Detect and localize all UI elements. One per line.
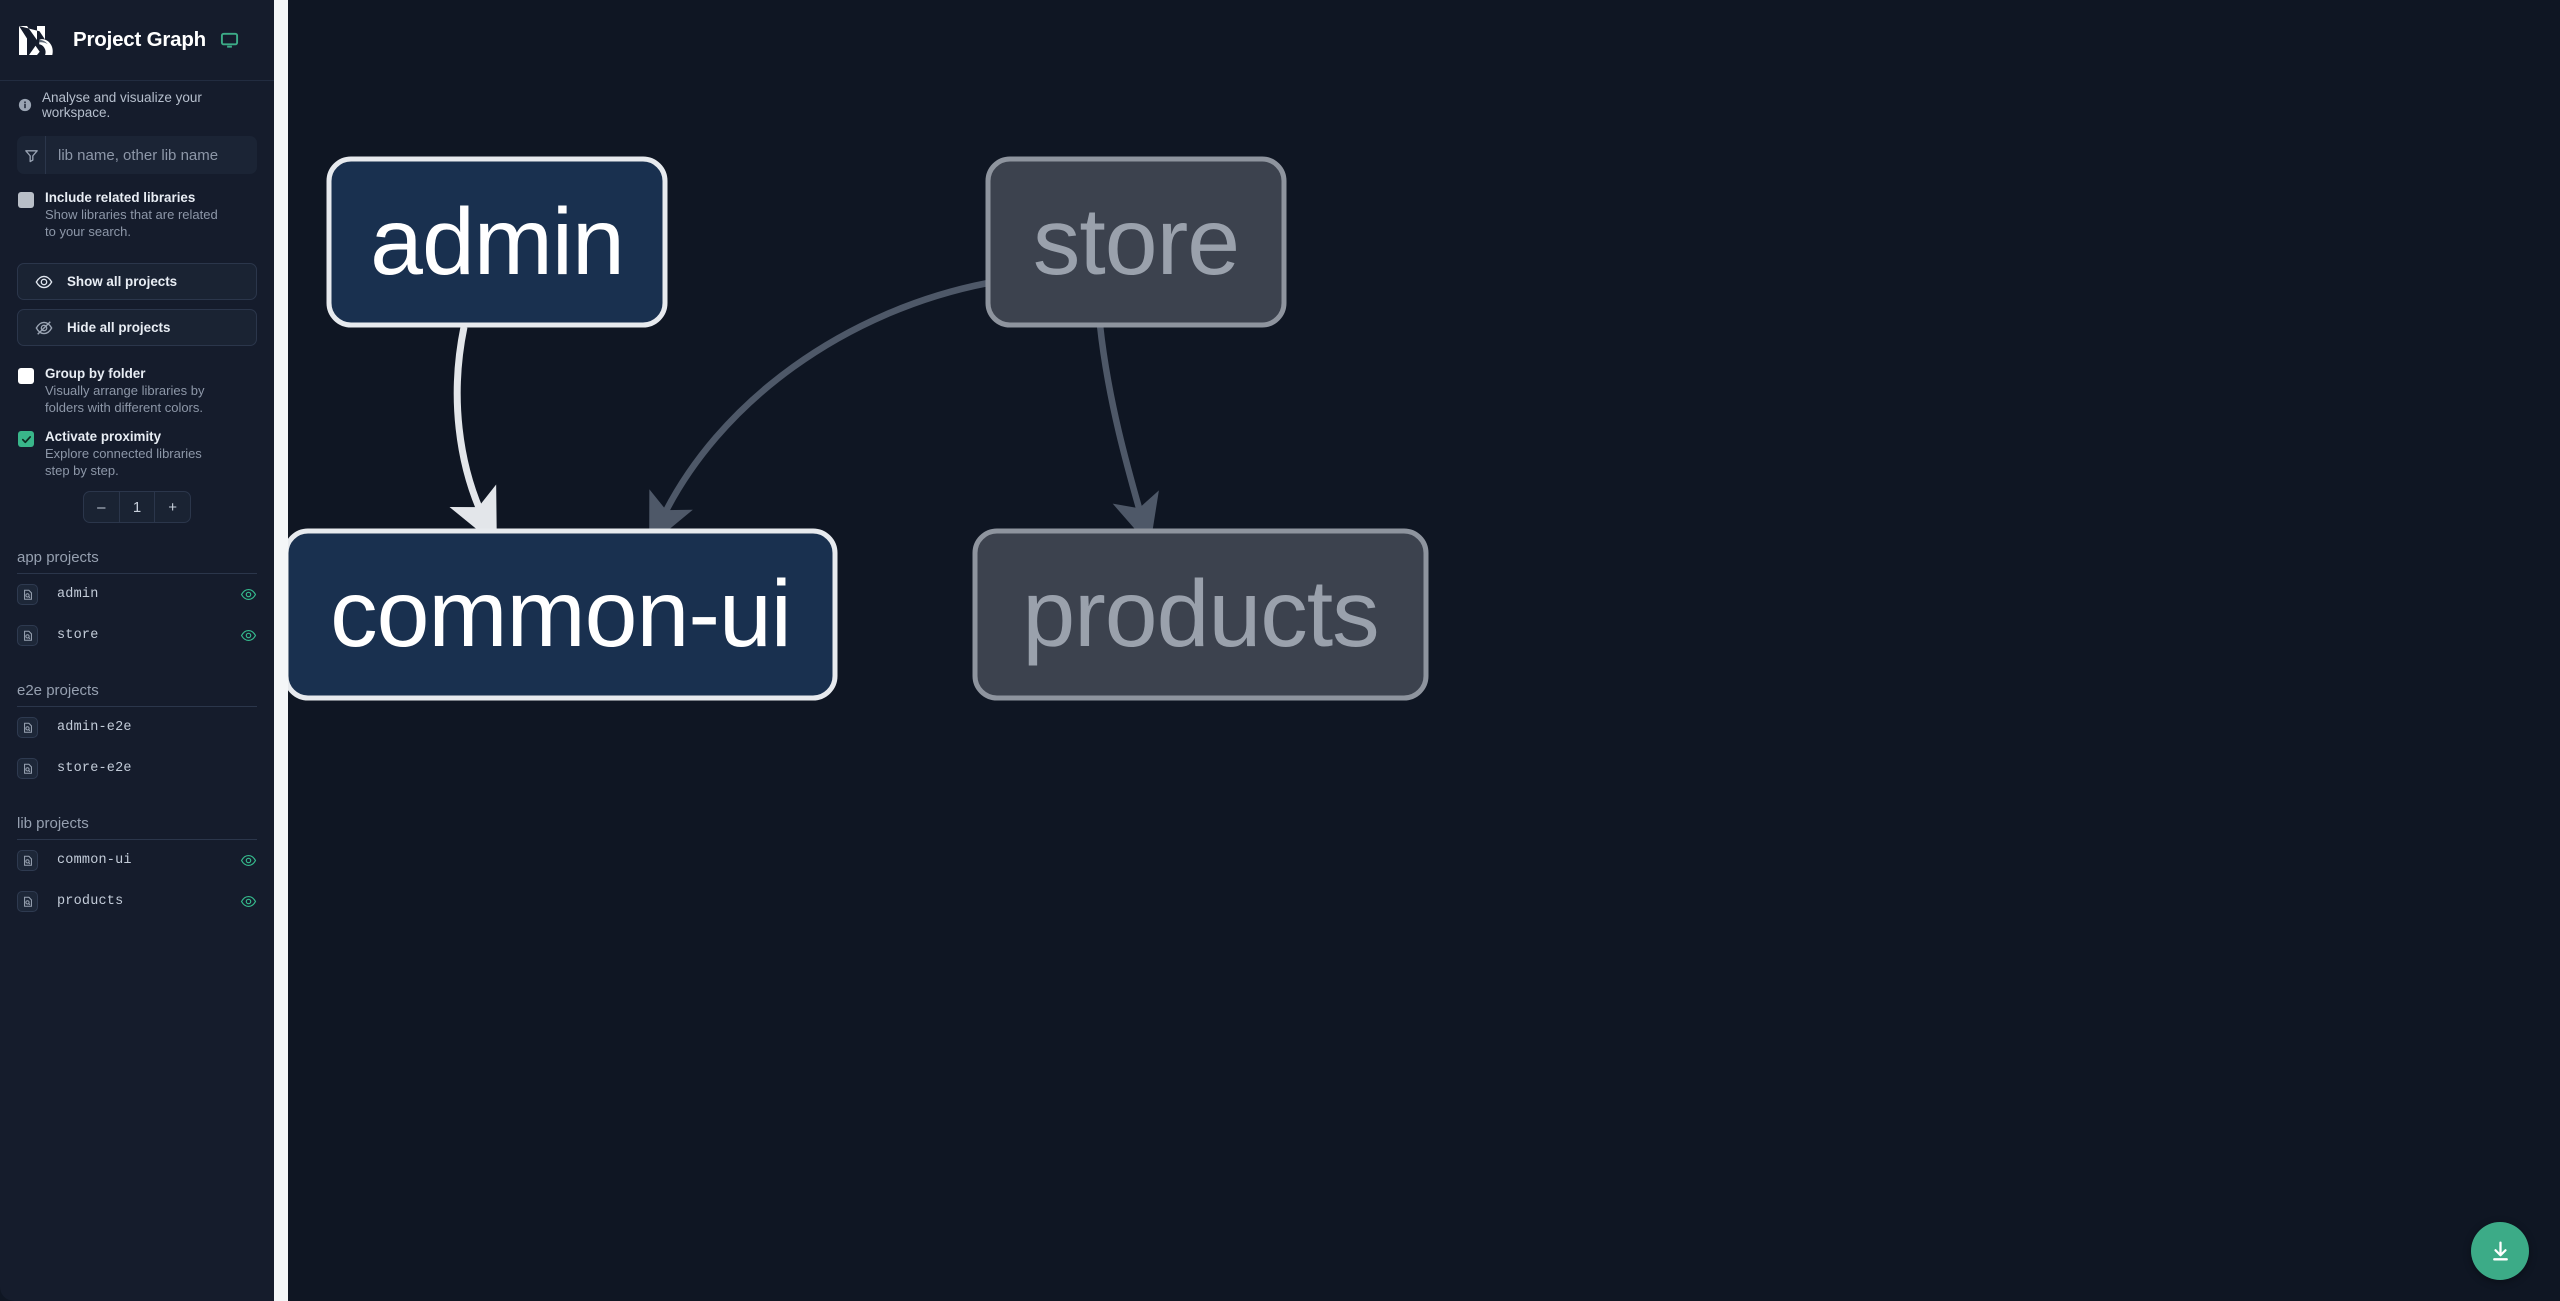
project-name: products [57,894,124,909]
sidebar-header: Project Graph [0,0,274,81]
project-name: admin [57,587,99,602]
visibility-eye-icon[interactable] [240,893,257,910]
search-box[interactable] [17,136,257,174]
proximity-increment-button[interactable]: + [168,498,178,516]
edge-admin-to-common-ui [449,326,497,546]
proximity-decrement-button[interactable]: – [97,498,106,516]
section-title: e2e projects [17,682,257,707]
list-item[interactable]: products [17,881,257,922]
activate-proximity-description: Explore connected libraries step by step… [45,446,202,478]
node-common-ui-shape[interactable] [288,528,838,701]
project-name: store [57,628,99,643]
section-title: lib projects [17,815,257,840]
node-products-shape[interactable] [972,528,1429,701]
activate-proximity-label: Activate proximity [45,429,162,444]
project-graph-svg: admin store common-ui [288,156,1429,701]
group-by-folder-description: Visually arrange libraries by folders wi… [45,383,205,415]
hide-all-projects-button[interactable]: Hide all projects [17,309,257,346]
filter-icon-box [17,136,46,174]
download-icon [2492,1241,2508,1260]
monitor-icon[interactable] [220,31,239,50]
node-store-shape[interactable] [985,156,1287,328]
section-app-projects: app projects admin store [0,549,274,656]
visibility-eye-icon[interactable] [240,586,257,603]
list-item[interactable]: store [17,615,257,656]
option-activate-proximity[interactable]: Activate proximity Explore connected lib… [0,429,274,479]
project-name: admin-e2e [57,720,132,735]
project-file-icon [17,717,38,738]
visibility-eye-icon[interactable] [240,852,257,869]
tagline: Analyse and visualize your workspace. [0,81,274,129]
section-title: app projects [17,549,257,574]
list-item[interactable]: admin [17,574,257,615]
download-graph-button[interactable] [2471,1222,2529,1280]
project-file-icon [17,758,38,779]
list-item[interactable]: store-e2e [17,748,257,789]
project-name: store-e2e [57,761,132,776]
node-products-label: products [1022,561,1379,667]
node-store-label: store [1032,188,1240,295]
filter-funnel-icon [24,149,38,162]
include-related-checkbox[interactable] [18,192,34,208]
project-file-icon [17,850,38,871]
list-item[interactable]: admin-e2e [17,707,257,748]
section-e2e-projects: e2e projects admin-e2e store-e2e [0,682,274,789]
node-admin-shape[interactable] [326,156,668,328]
group-by-folder-checkbox[interactable] [18,368,34,384]
list-item[interactable]: common-ui [17,840,257,881]
graph-node-admin[interactable]: admin [326,156,668,328]
proximity-stepper[interactable]: – 1 + [83,491,191,523]
visibility-eye-icon[interactable] [240,627,257,644]
include-related-label: Include related libraries [45,190,196,205]
section-lib-projects: lib projects common-ui products [0,815,274,922]
sidebar: Project Graph Analyse and visualize your… [0,0,274,1301]
tagline-text: Analyse and visualize your workspace. [42,90,202,120]
search-input[interactable] [46,136,257,174]
project-file-icon [17,891,38,912]
node-admin-label: admin [370,188,625,295]
graph-node-products[interactable]: products [972,528,1429,701]
show-all-projects-button[interactable]: Show all projects [17,263,257,300]
edge-store-to-common-ui [649,279,989,546]
option-include-related[interactable]: Include related libraries Show libraries… [0,190,274,240]
project-name: common-ui [57,853,132,868]
nx-logo-icon [19,25,53,55]
proximity-value: 1 [118,492,156,522]
node-common-ui-label: common-ui [330,561,792,667]
graph-edges [449,279,1159,547]
show-all-projects-label: Show all projects [67,274,178,289]
group-by-folder-label: Group by folder [45,366,146,381]
graph-canvas[interactable]: admin store common-ui [288,0,2560,1301]
project-file-icon [17,584,38,605]
hide-all-projects-label: Hide all projects [67,320,171,335]
include-related-description: Show libraries that are related to your … [45,207,218,239]
eye-off-icon [35,320,53,335]
sidebar-scrollbar[interactable] [274,0,288,1301]
info-circle-icon [18,98,32,112]
graph-node-store[interactable]: store [985,156,1287,328]
eye-icon [35,275,53,288]
activate-proximity-checkbox[interactable] [18,431,34,447]
graph-node-common-ui[interactable]: common-ui [288,528,838,701]
checkmark-icon [21,435,31,443]
edge-store-to-products [1096,324,1159,547]
option-group-by-folder[interactable]: Group by folder Visually arrange librari… [0,366,274,416]
graph-nodes: admin store common-ui [288,156,1429,701]
project-file-icon [17,625,38,646]
page-title: Project Graph [73,28,206,51]
